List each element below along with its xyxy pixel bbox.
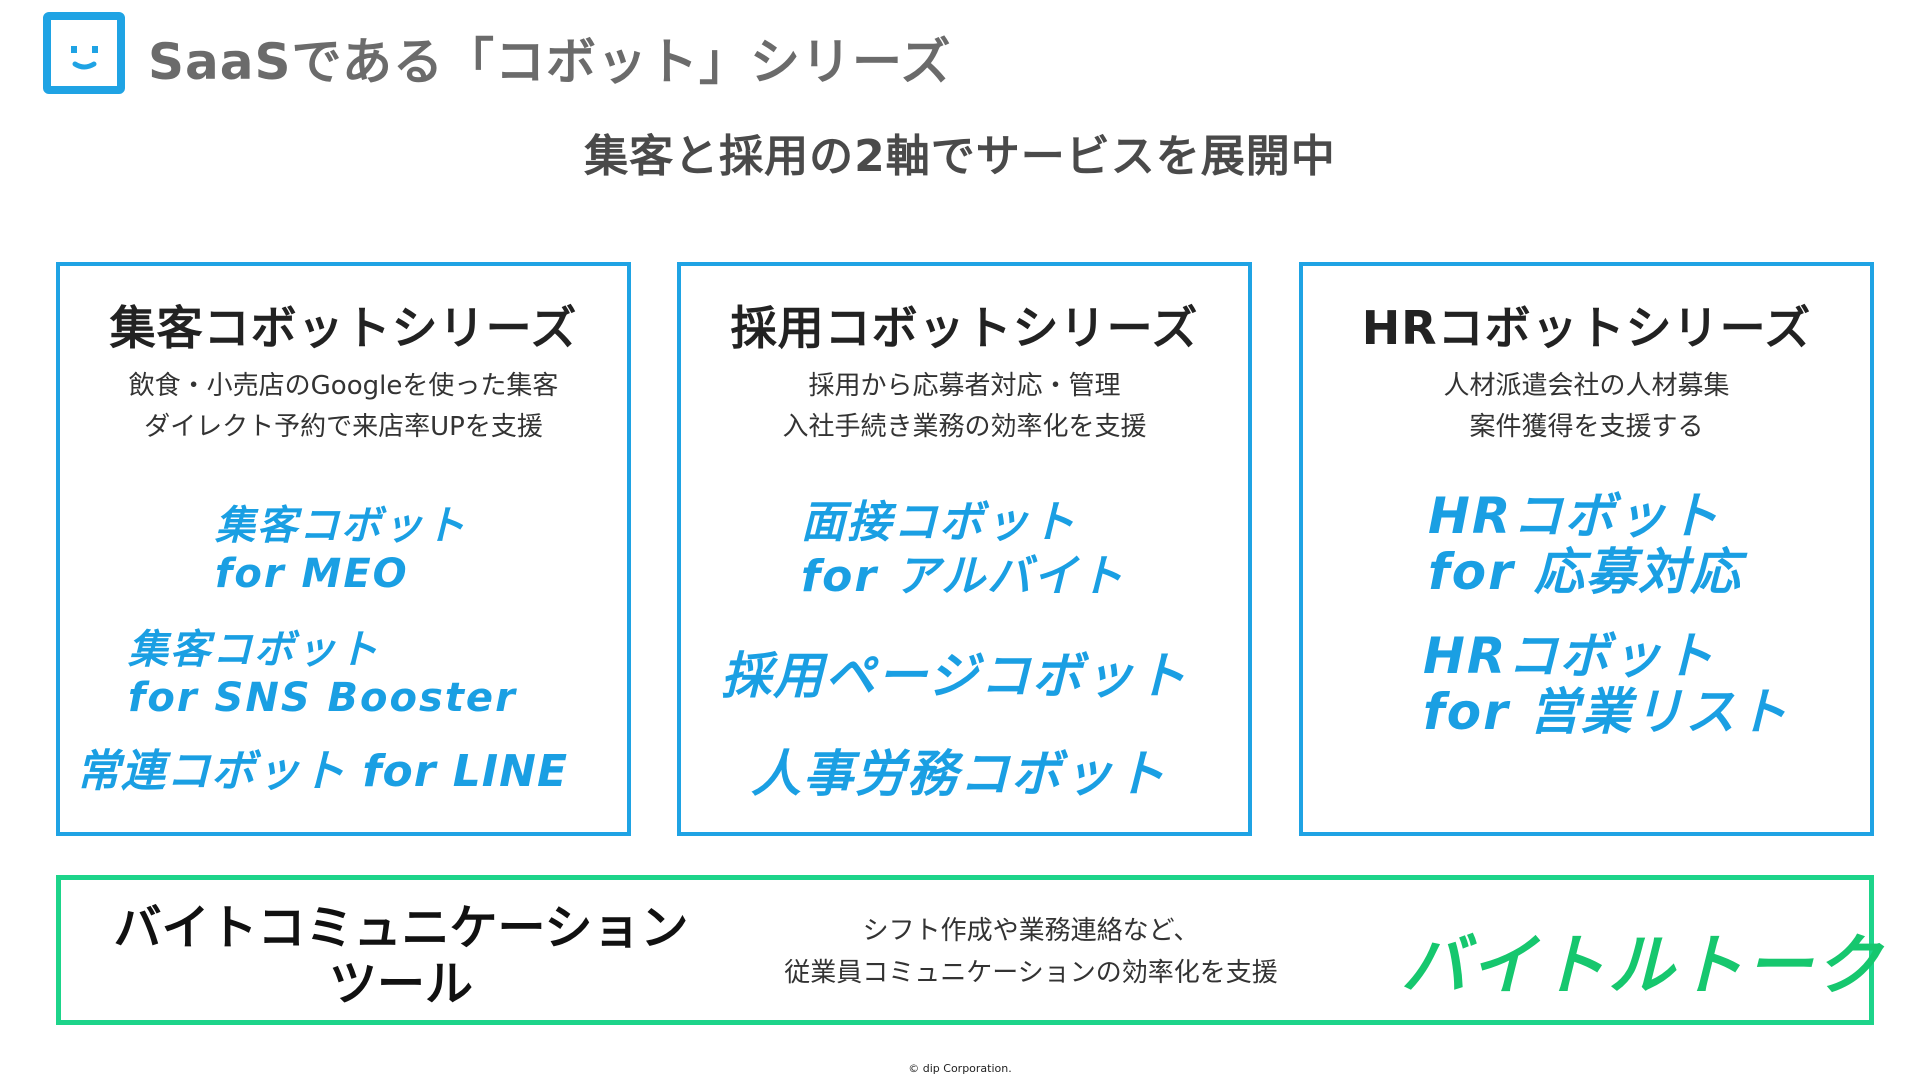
product-mensetsu-arubaito: 面接コボット for アルバイト [801, 496, 1125, 604]
product-jinji-roumu: 人事労務コボット [751, 744, 1167, 804]
series-title: HRコボットシリーズ [1361, 301, 1812, 355]
series-description: 飲食・小売店のGoogleを使った集客 ダイレクト予約で来店率UPを支援 [60, 366, 627, 448]
dip-robot-logo [43, 12, 125, 94]
communication-tool-description-line: シフト作成や業務連絡など、 [862, 916, 1200, 946]
product-shukyaku-meo: 集客コボット for MEO [215, 502, 467, 598]
product-name-line: 集客コボット [128, 627, 380, 673]
product-joren-line: 常連コボット for LINE [76, 746, 568, 798]
copyright: © dip Corporation. [908, 1062, 1012, 1075]
series-title: 採用コボットシリーズ [730, 301, 1199, 355]
product-name-line: 集客コボット [215, 503, 467, 549]
page-subtitle: 集客と採用の2軸でサービスを展開中 [584, 131, 1336, 182]
product-name-line: 人事労務コボット [751, 745, 1167, 803]
series-description: 採用から応募者対応・管理 入社手続き業務の効率化を支援 [681, 366, 1248, 448]
communication-tool-description-line: 従業員コミュニケーションの効率化を支援 [784, 958, 1278, 988]
series-description-line: 案件獲得を支援する [1469, 412, 1704, 442]
series-box-saiyo: 採用コボットシリーズ 採用から応募者対応・管理 入社手続き業務の効率化を支援 面… [677, 262, 1252, 836]
product-name-line: for SNS Booster [128, 675, 517, 721]
communication-tool-title: バイトコミュニケーション ツール [81, 900, 721, 1012]
product-name-line: for アルバイト [801, 551, 1125, 602]
series-description-line: 採用から応募者対応・管理 [808, 371, 1121, 401]
product-shukyaku-sns-booster: 集客コボット for SNS Booster [128, 626, 517, 722]
communication-tool-box: バイトコミュニケーション ツール シフト作成や業務連絡など、 従業員コミュニケー… [56, 875, 1884, 1025]
series-description-line: 入社手続き業務の効率化を支援 [782, 412, 1147, 442]
product-name-line: 常連コボット for LINE [76, 746, 568, 797]
series-description: 人材派遣会社の人材募集 案件獲得を支援する [1303, 366, 1870, 448]
communication-tool-title-line: ツール [328, 956, 473, 1012]
product-name-line: 面接コボット [801, 497, 1077, 548]
communication-tool-title-line: バイトコミュニケーション [113, 900, 689, 956]
product-saiyo-page: 採用ページコボット [721, 646, 1188, 706]
product-name-line: for MEO [215, 551, 409, 597]
series-description-line: ダイレクト予約で来店率UPを支援 [144, 412, 543, 442]
robot-face-icon [71, 46, 98, 70]
series-box-hr: HRコボットシリーズ 人材派遣会社の人材募集 案件獲得を支援する HRコボット … [1299, 262, 1874, 836]
communication-tool-description: シフト作成や業務連絡など、 従業員コミュニケーションの効率化を支援 [701, 910, 1361, 994]
product-name-line: HRコボット [1423, 627, 1716, 685]
series-box-shukyaku: 集客コボットシリーズ 飲食・小売店のGoogleを使った集客 ダイレクト予約で来… [56, 262, 631, 836]
series-description-line: 人材派遣会社の人材募集 [1443, 371, 1730, 401]
page-title: SaaSである「コボット」シリーズ [148, 33, 952, 91]
product-name-line: HRコボット [1428, 487, 1721, 545]
series-description-line: 飲食・小売店のGoogleを使った集客 [128, 371, 559, 401]
product-hr-eigyo-list: HRコボット for 営業リスト [1423, 628, 1789, 740]
product-name-line: for 応募対応 [1428, 543, 1743, 601]
product-baitoru-talk-logo: バイトルトーク [1401, 927, 1884, 1004]
product-name-line: for 営業リスト [1423, 683, 1790, 741]
series-title: 集客コボットシリーズ [109, 301, 578, 355]
product-hr-oubo-taiou: HRコボット for 応募対応 [1428, 488, 1742, 600]
product-name-line: 採用ページコボット [721, 647, 1188, 705]
